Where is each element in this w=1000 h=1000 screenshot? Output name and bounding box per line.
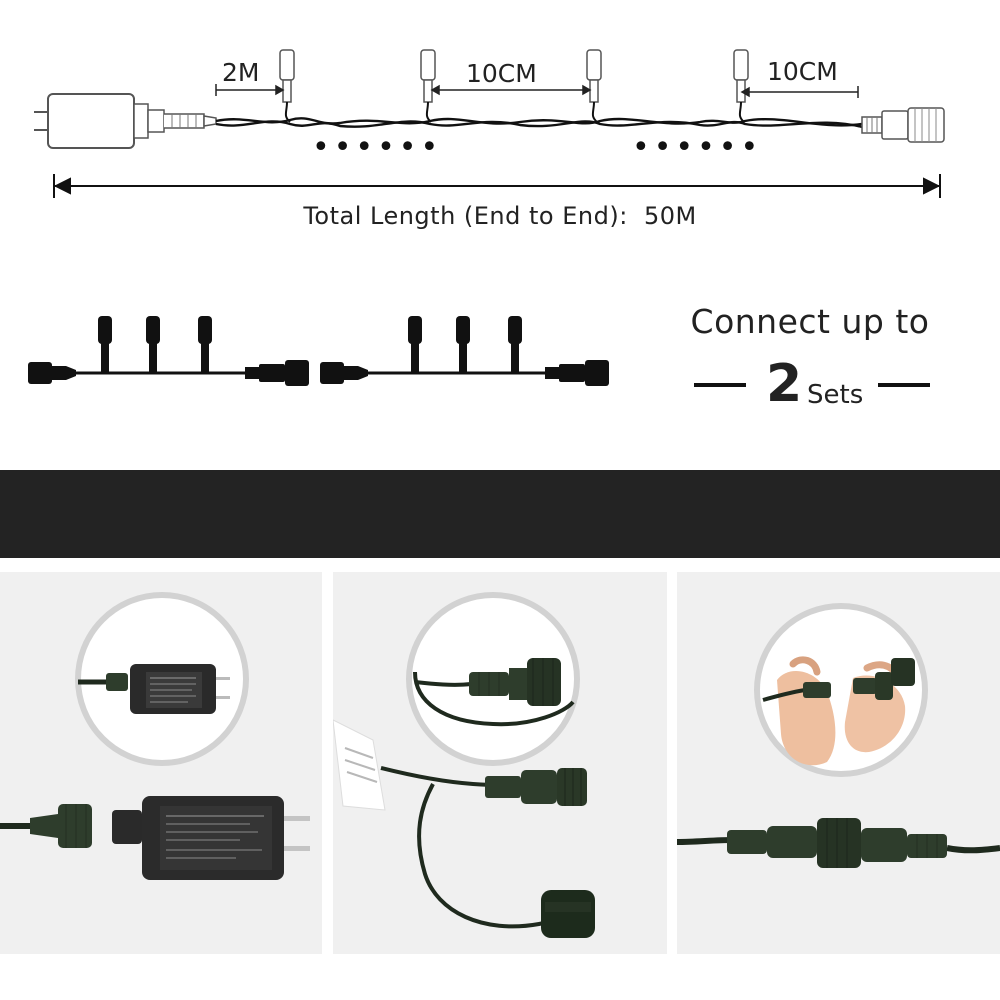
light-string-set (28, 316, 309, 386)
adapter-photo (0, 592, 310, 880)
connect-title: Connect up to (690, 302, 930, 341)
segment-label-10cm-end: 10CM (767, 57, 838, 86)
total-length-label: Total Length (End to End): (303, 202, 628, 230)
twisted-cable (215, 117, 863, 129)
power-adapter-outline (34, 93, 217, 149)
dots-indicator: •••••• (632, 130, 763, 165)
photo-panel-connecting (677, 572, 1000, 954)
total-length-caption: Total Length (End to End): 50M (0, 202, 1000, 230)
light-string-set (320, 316, 609, 386)
spacing-arrow-10cm-end (740, 86, 859, 98)
segment-label-10cm: 10CM (466, 59, 537, 88)
total-length-value: 50M (643, 202, 697, 230)
bulb-socket (420, 49, 436, 123)
bulb-socket (586, 49, 602, 123)
segment-label-2m: 2M (222, 58, 260, 87)
dash-left (694, 383, 746, 387)
connected-sets-illustration (28, 316, 609, 386)
bulb-socket (733, 49, 749, 123)
sets-unit: Sets (807, 380, 864, 410)
dots-indicator: •••••• (312, 130, 443, 165)
spacing-arrow-10cm (430, 84, 592, 96)
end-connector (861, 107, 945, 143)
photo-panel-adapter (0, 572, 322, 954)
spacing-arrow-2m (215, 84, 285, 96)
bulb-socket (279, 49, 295, 123)
photo-panel-connector (333, 572, 667, 954)
dash-right (878, 383, 930, 387)
string-light-diagram (34, 49, 945, 198)
sets-count: 2 (766, 354, 803, 414)
connector-photo (333, 592, 595, 938)
connecting-photo (677, 603, 1000, 868)
total-length-arrow (53, 174, 941, 198)
connect-sets: 2 Sets (690, 354, 935, 418)
dark-divider-band (0, 470, 1000, 558)
